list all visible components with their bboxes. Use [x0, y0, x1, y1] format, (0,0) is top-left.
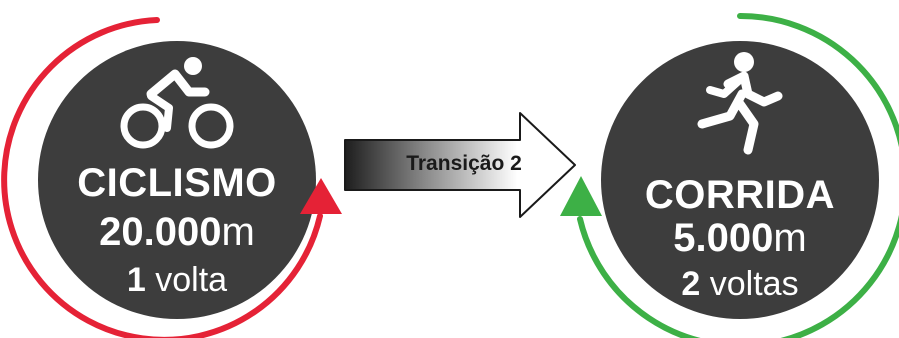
transition-arrow-shape: [344, 112, 576, 218]
bike-stage-title: CICLISMO: [77, 161, 277, 205]
bike-laps-unit: volta: [155, 261, 228, 299]
run-distance-value: 5.000: [673, 216, 774, 260]
run-ring-arrowhead: [560, 176, 602, 216]
transition-label: Transição 2: [406, 152, 522, 175]
run-laps-value: 2: [681, 265, 701, 303]
run-stage-card: CORRIDA 5.000m 2 voltas: [600, 40, 880, 320]
run-disc: [601, 41, 879, 319]
bike-laps-value: 1: [126, 261, 146, 299]
bike-distance: 20.000m: [37, 210, 317, 254]
bike-progress-ring: [1, 17, 323, 338]
run-laps: 2 voltas: [600, 264, 880, 304]
bike-stage-card: CICLISMO 20.000m 1 volta: [37, 40, 317, 320]
run-distance-unit: m: [773, 216, 807, 260]
run-distance: 5.000m: [600, 216, 880, 260]
run-progress-ring: [577, 12, 899, 338]
run-laps-unit: voltas: [709, 265, 799, 303]
run-stage-title: CORRIDA: [644, 173, 836, 217]
bike-ring-arrowhead: [300, 178, 342, 214]
bike-distance-value: 20.000: [99, 210, 222, 254]
bike-laps: 1 volta: [37, 260, 317, 300]
bike-disc: [38, 41, 316, 319]
bicycle-icon: [37, 52, 317, 152]
runner-icon: [600, 50, 880, 160]
bike-distance-unit: m: [221, 210, 255, 254]
